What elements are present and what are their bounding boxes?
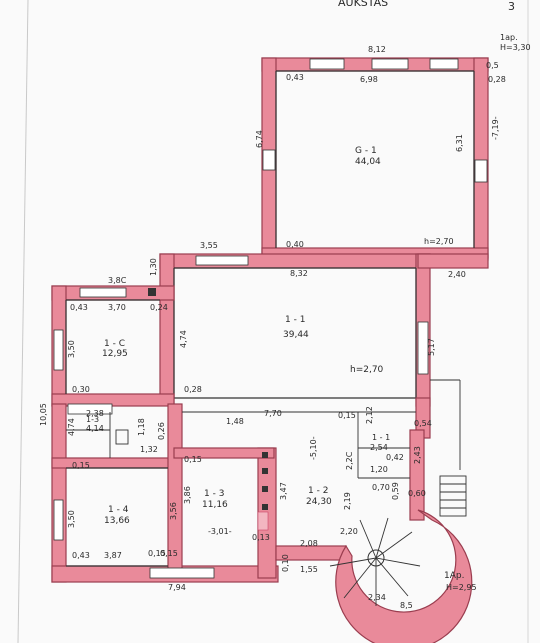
dim-room-c-inner: 3,70	[108, 303, 126, 312]
dim-g-right-thk: 0,28	[488, 75, 506, 84]
dim-corr-a: 0,15	[338, 411, 356, 420]
dim-small-356: 3,56	[169, 502, 178, 520]
room-height-1-1: h=2,70	[350, 365, 384, 375]
dim-stair-w: 2,08	[300, 539, 318, 548]
dim-small-238: 2,38	[86, 409, 104, 418]
dim-small-586: 3,86	[183, 486, 192, 504]
dim-g-outer-h: -7,19-	[491, 116, 500, 140]
room-area-1-4: 13,66	[104, 516, 130, 526]
room-id-1-3: 1 - 3	[204, 489, 224, 499]
top-height-label: H=3,30	[500, 43, 531, 52]
dim-small-070: 0,70	[372, 483, 390, 492]
dim-g-left-thk: 0,43	[286, 73, 304, 82]
dim-room4-thk: 0,43	[72, 551, 90, 560]
room-area-1-c: 12,95	[102, 349, 128, 359]
dim-main-top: 8,32	[290, 269, 308, 278]
bottom-height-label: H=2,95	[446, 583, 477, 592]
room-area-1-1: 39,44	[283, 330, 309, 340]
dim-room-c-thk: 0,43	[70, 303, 88, 312]
dim-small-347: 3,47	[279, 482, 288, 500]
dim-small-22c: 2,2C	[345, 451, 354, 470]
dim-small-219: 2,19	[343, 492, 352, 510]
dim-room4-w: 3,87	[104, 551, 122, 560]
dim-g-inner: 6,98	[360, 75, 378, 84]
dim-g-top: 8,12	[368, 45, 386, 54]
room-id-1-2: 1 - 2	[308, 486, 328, 496]
dim-stair-r: 2,20	[340, 527, 358, 536]
dim-left-ext: 3,55	[200, 241, 218, 250]
room-area-1-2: 24,30	[306, 497, 332, 507]
dim-small-0815: 0,15	[160, 549, 178, 558]
dim-left-total: 10,05	[39, 403, 48, 426]
dim-right-ext: 2,40	[448, 270, 466, 279]
dim-mid-wall: 1,30	[149, 258, 158, 276]
dim-small-474: 4,74	[67, 418, 76, 436]
room-area-wc: 4,14	[86, 424, 104, 433]
dim-small-042: 0,42	[386, 453, 404, 462]
dim-bottom-total: 7,94	[168, 583, 186, 592]
room-id-1-4: 1 - 4	[108, 505, 129, 515]
dim-small-118: 1,18	[137, 418, 146, 436]
room-area-small: 2,54	[370, 443, 388, 452]
dim-small-2-12: 2,12	[365, 406, 374, 424]
room-1-1-walls	[159, 253, 489, 407]
room-id-wc: 1-3	[86, 415, 99, 424]
dim-small-015b: 0,15	[184, 455, 202, 464]
dim-small-060: 0,60	[408, 489, 426, 498]
dim-room-c-bot: 0,30	[72, 385, 90, 394]
page-number: 3	[508, 0, 515, 13]
dim-g-left-h: 6,74	[255, 130, 264, 148]
dim-room-c-top: 3,8C	[108, 276, 127, 285]
dim-corr-h: -5,10-	[309, 436, 318, 460]
stamp-mark	[257, 511, 269, 531]
dim-room4-h: 3,50	[67, 510, 76, 528]
dim-stair-bot: 2,34	[368, 593, 386, 602]
dim-g-top-right: 0,5	[486, 61, 499, 70]
dim-small-54: 0,54	[414, 419, 432, 428]
dim-small-120: 1,20	[370, 465, 388, 474]
dim-main-h: 4,74	[179, 330, 188, 348]
dim-small-059: 0,59	[391, 482, 400, 500]
dim-small-148: 1,48	[226, 417, 244, 426]
dim-main-right-h: 5,17	[427, 338, 436, 356]
dim-small-132: 1,32	[140, 445, 158, 454]
dim-bottom-013: 0,13	[252, 533, 270, 542]
dim-small-026: 0,26	[157, 422, 166, 440]
room-id-g1: G - 1	[355, 146, 377, 156]
room-1-c-walls	[51, 285, 175, 407]
spiral-staircase	[329, 509, 473, 643]
top-level-label: 1ap.	[500, 33, 518, 42]
room-id-1-1: 1 - 1	[285, 315, 305, 325]
page-header: AUKSTAS	[338, 0, 388, 9]
dim-room4-right: 0,15	[148, 549, 166, 558]
dim-bottom-010: 0,10	[281, 554, 290, 572]
dim-room-c-h: 3,50	[67, 340, 76, 358]
room-id-small: 1 - 1	[372, 433, 390, 442]
corridor-walls	[182, 379, 467, 561]
dim-g-right-h: 6,31	[455, 134, 464, 152]
room-area-1-3: 11,16	[202, 500, 228, 510]
room-height-g1: h=2,70	[424, 237, 454, 246]
dim-corr-w: 7,70	[264, 409, 282, 418]
dim-room-c-right: 0,24	[150, 303, 168, 312]
bottom-level-label: 1Ap.	[444, 571, 464, 581]
dim-bottom-155: 1,55	[300, 565, 318, 574]
dim-small-015: 0,15	[72, 461, 90, 470]
dim-main-bot: 0,28	[184, 385, 202, 394]
room-area-g1: 44,04	[355, 157, 381, 167]
dim-stair-bot2: 8,5	[400, 601, 413, 610]
dim-small-243: 2,43	[413, 446, 422, 464]
dim-small-301: -3,01-	[208, 527, 232, 536]
room-id-1-c: 1 - C	[104, 339, 125, 349]
dim-g-bottom-thk: 0,40	[286, 240, 304, 249]
